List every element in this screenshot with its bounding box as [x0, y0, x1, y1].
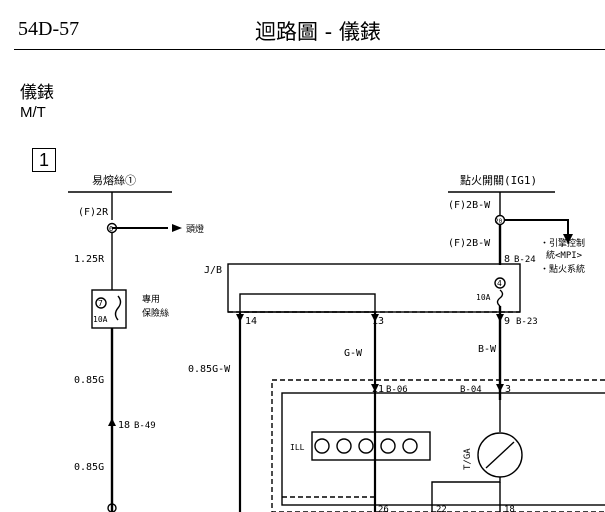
meter-box — [271, 379, 605, 512]
node-bottom-left — [107, 503, 117, 512]
fuse-4-circle — [494, 277, 506, 289]
page-number: 54D-57 — [18, 18, 80, 40]
label-node-20: 20 — [495, 218, 503, 225]
label-note-2: 統<MPI> — [546, 249, 583, 261]
arrow-pin21 — [371, 384, 379, 392]
arrow-pin14 — [236, 314, 244, 322]
label-ign: 點火開關(IG1) — [460, 174, 537, 187]
engine-arrow — [563, 234, 573, 244]
label-note-1: ・引擎控制 — [540, 237, 585, 249]
label-pin9: 9 — [504, 316, 510, 327]
fuse-7-circle — [95, 297, 107, 309]
fuse-4-symbol — [496, 289, 504, 307]
section-subtitle: M/T — [20, 104, 46, 121]
label-left-connector: (F)2R — [78, 207, 109, 218]
jb-inner-link — [239, 293, 376, 313]
label-fuse7-num: 7 — [98, 299, 103, 308]
label-fuse4-num: 4 — [497, 279, 502, 288]
page-title: 迴路圖 - 儀錶 — [255, 20, 381, 44]
arrow-pin9 — [496, 314, 504, 322]
label-fuse-link: 易熔絲① — [92, 173, 136, 187]
label-pin-22: 22 — [436, 505, 447, 512]
label-note-3: ・點火系統 — [540, 263, 585, 275]
section-title: 儀錶 — [20, 83, 54, 103]
fuse-7-box — [91, 289, 127, 329]
gauge-needle — [485, 441, 515, 469]
label-conn-18: 18 — [118, 420, 130, 431]
label-ign-2: (F)2B-W — [448, 238, 491, 249]
label-node-6: 6 — [109, 225, 113, 233]
ill-lamp-group — [311, 431, 431, 461]
label-wire-085gw: 0.85G-W — [188, 364, 231, 375]
ill-lamps — [314, 438, 418, 454]
arrow-pin13 — [371, 314, 379, 322]
wire-gauge-return — [431, 477, 501, 512]
label-conn-8: 8 — [504, 254, 510, 265]
label-tga: T/GA — [463, 448, 473, 470]
label-ill: ILL — [290, 443, 305, 452]
label-conn-3: 3 — [505, 384, 511, 395]
label-pin13: 13 — [372, 316, 384, 327]
label-jb: J/B — [204, 265, 222, 276]
wire-to-engine — [504, 219, 569, 236]
headlamp-arrow — [172, 224, 182, 232]
arrow-up-18 — [108, 418, 116, 426]
label-conn-b24: B-24 — [514, 255, 536, 265]
label-conn-b49: B-49 — [134, 421, 156, 431]
label-ign-top: (F)2B-W — [448, 200, 491, 211]
label-wire-gw: G-W — [344, 348, 363, 359]
jb-box — [227, 263, 521, 313]
label-wire-085g-b: 0.85G — [74, 462, 104, 473]
label-fuse4-amp: 10A — [476, 293, 491, 302]
label-pin14: 14 — [245, 316, 257, 327]
label-wire-bw: B-W — [478, 344, 497, 355]
header-rule — [14, 49, 605, 50]
label-pin-26: 26 — [378, 505, 389, 512]
section-number-box: 1 — [32, 148, 56, 172]
label-dedicated-2: 保險絲 — [142, 307, 169, 319]
label-dedicated-1: 專用 — [142, 293, 160, 305]
label-wire-125r: 1.25R — [74, 254, 105, 265]
label-fuse7-amp: 10A — [93, 315, 108, 324]
label-conn-b06: B-06 — [386, 385, 408, 395]
label-conn-b04: B-04 — [460, 385, 482, 395]
arrow-pin3 — [496, 384, 504, 392]
label-wire-085g-a: 0.85G — [74, 375, 104, 386]
label-headlamp: 頭燈 — [186, 223, 204, 235]
fuse-7-symbol — [114, 295, 122, 321]
label-pin-18: 18 — [504, 505, 515, 512]
label-conn-21: 21 — [372, 384, 384, 395]
label-conn-b23: B-23 — [516, 317, 538, 327]
meter-inner — [281, 392, 605, 506]
